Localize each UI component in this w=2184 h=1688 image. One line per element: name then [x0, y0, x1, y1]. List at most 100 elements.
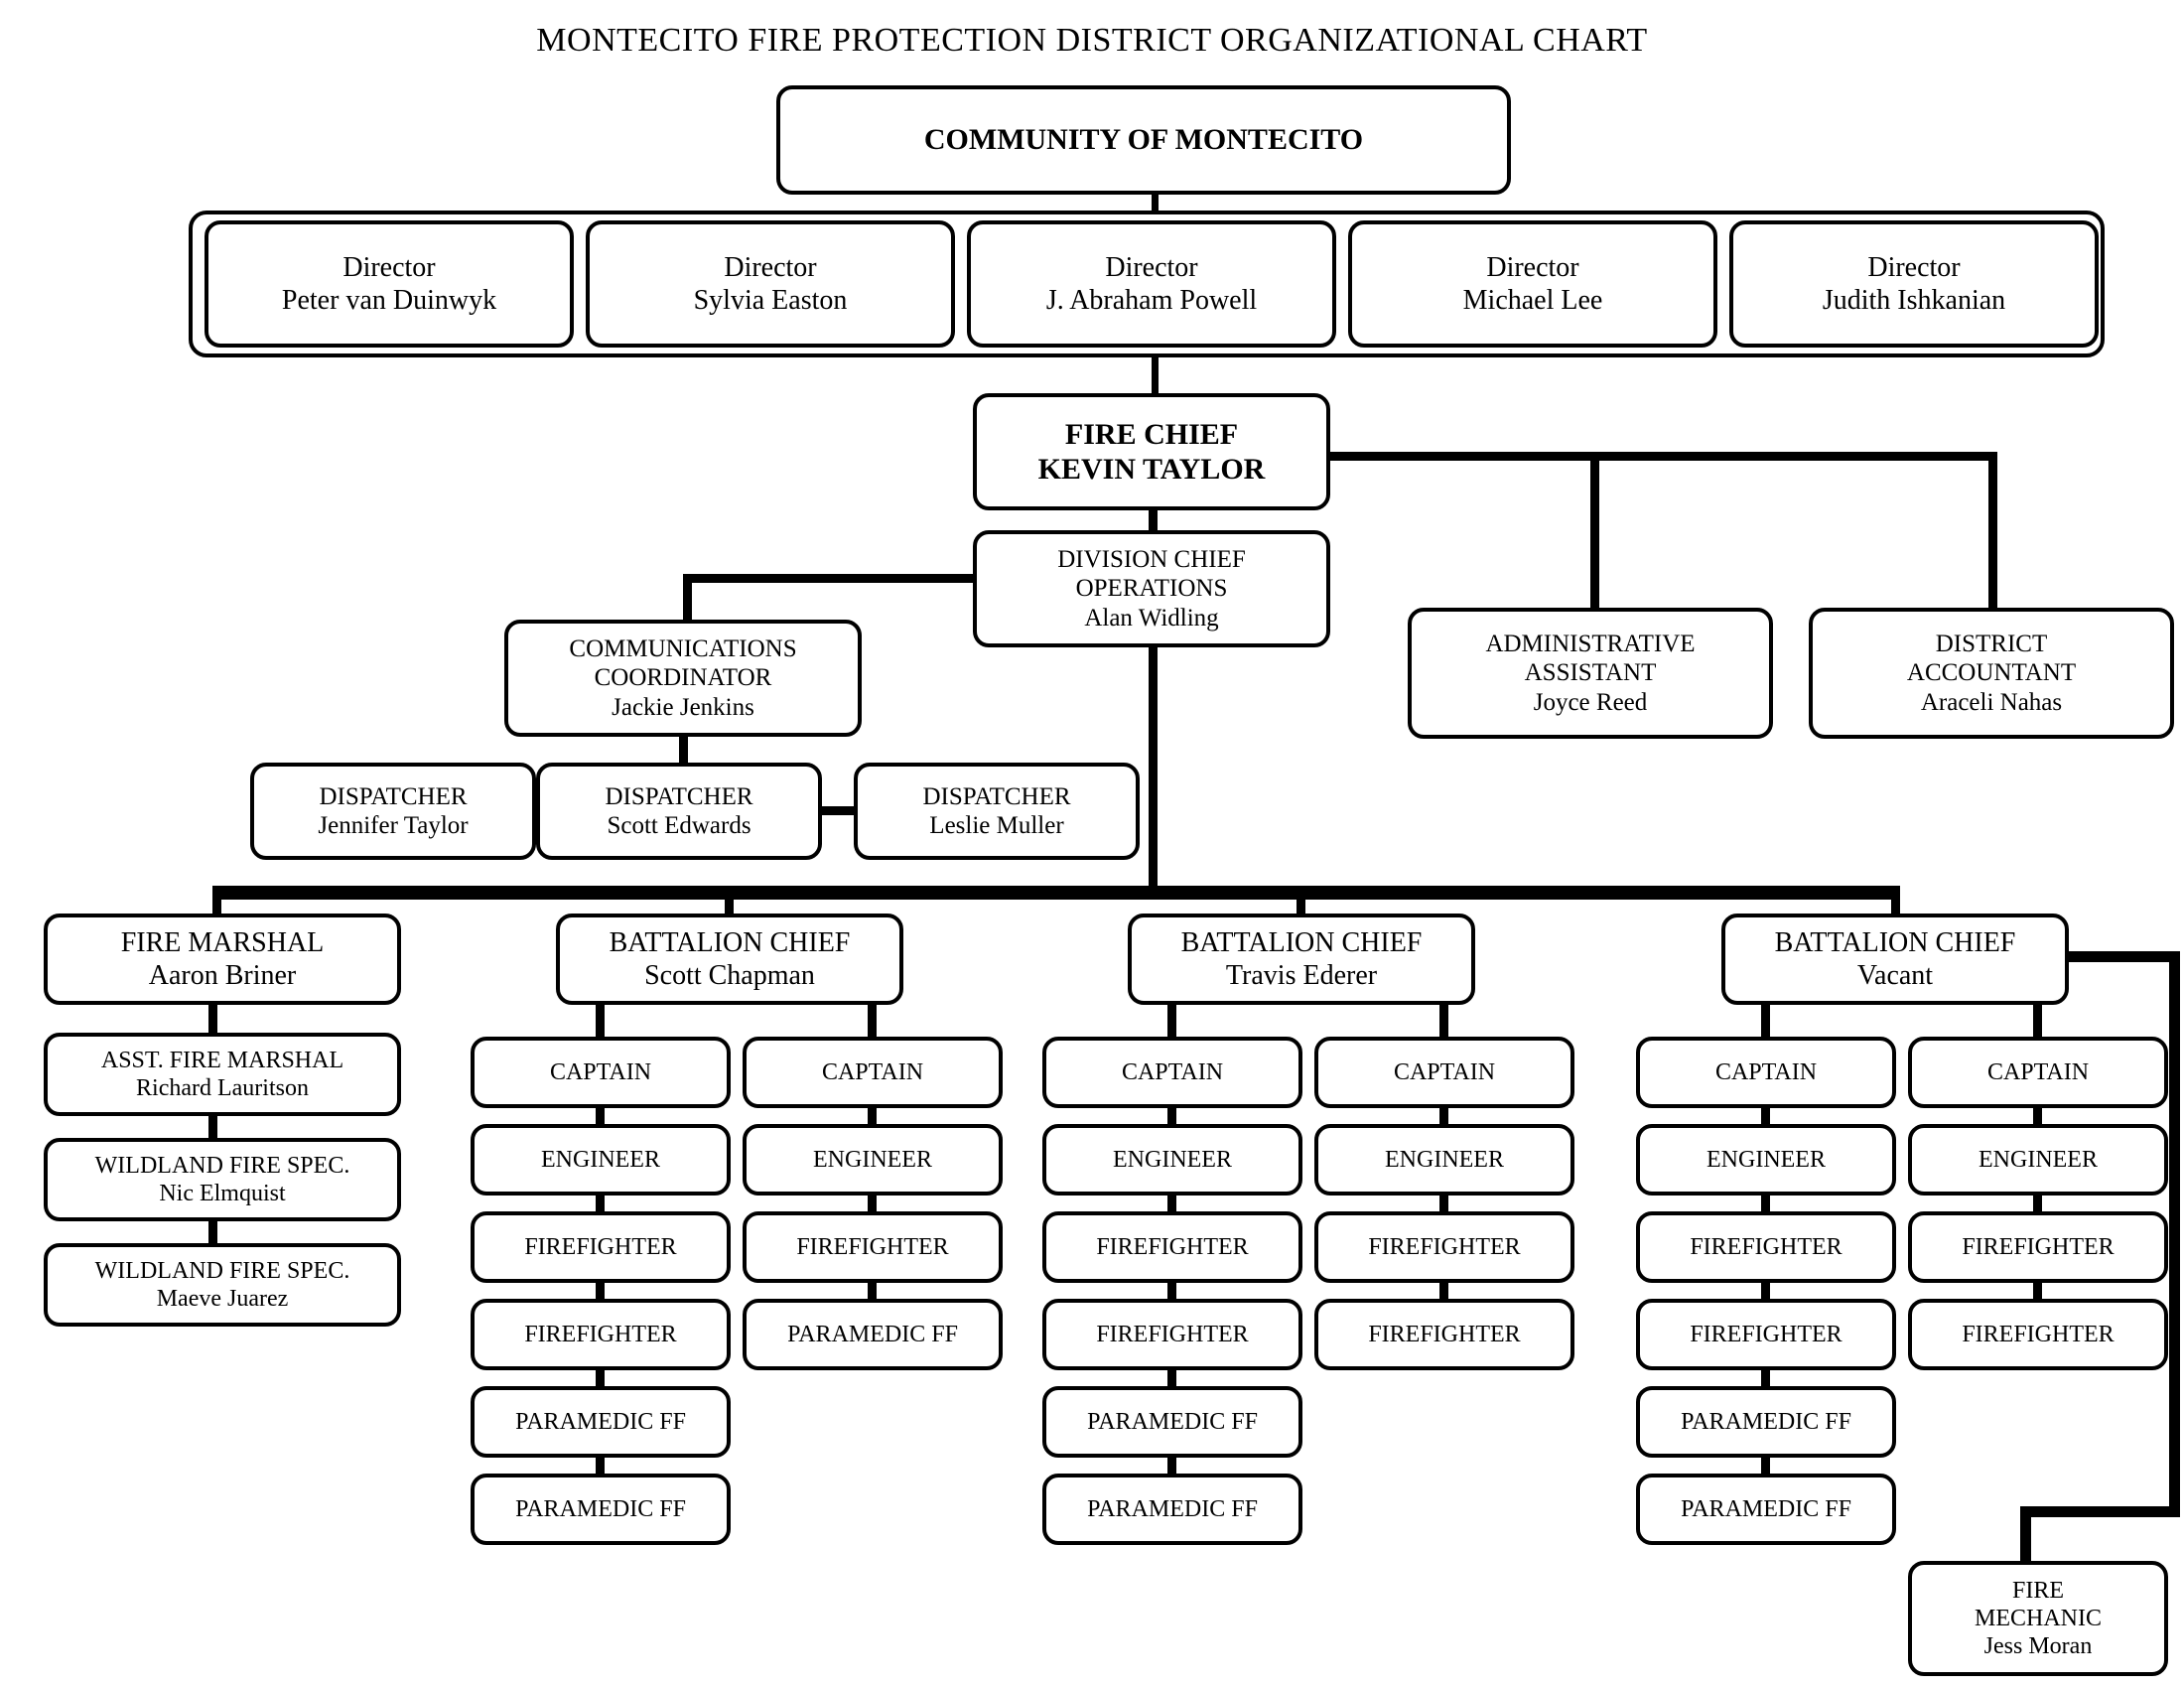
admin-assistant-name: Joyce Reed: [1533, 688, 1648, 716]
connector-rank: [1439, 1106, 1448, 1126]
fire-marshal-name: Aaron Briner: [148, 960, 297, 991]
battalion-chief-role: BATTALION CHIEF: [1774, 926, 2016, 958]
node-battalion-chief-2: BATTALION CHIEF Travis Ederer: [1128, 914, 1475, 1005]
node-director-4: Director Michael Lee: [1348, 220, 1717, 348]
connector-rank: [1761, 1456, 1770, 1476]
rank-label: FIREFIGHTER: [1096, 1233, 1249, 1260]
dispatcher-name: Leslie Muller: [929, 812, 1064, 839]
asst-fire-marshal-role: ASST. FIRE MARSHAL: [100, 1047, 344, 1073]
rank-label: ENGINEER: [1706, 1146, 1826, 1173]
connector-bc3-to-mechanic-h1: [2069, 951, 2180, 962]
node-rank-box: FIREFIGHTER: [1042, 1299, 1302, 1370]
district-accountant-role-line2: ACCOUNTANT: [1906, 659, 2077, 687]
rank-label: CAPTAIN: [549, 1058, 652, 1085]
node-fire-mechanic: FIRE MECHANIC Jess Moran: [1908, 1561, 2168, 1676]
fire-marshal-role: FIRE MARSHAL: [120, 926, 325, 958]
asst-fire-marshal-name: Richard Lauritson: [136, 1075, 309, 1101]
rank-label: FIREFIGHTER: [1962, 1233, 2115, 1260]
node-rank-box: FIREFIGHTER: [1908, 1299, 2168, 1370]
rank-label: PARAMEDIC FF: [1087, 1495, 1258, 1522]
connector-rank: [2033, 1194, 2042, 1213]
node-rank-box: CAPTAIN: [1908, 1037, 2168, 1108]
dispatcher-role: DISPATCHER: [605, 782, 753, 810]
node-rank-box: FIREFIGHTER: [471, 1211, 731, 1283]
connector-division-to-comm-vertical: [683, 574, 692, 624]
district-accountant-role-line1: DISTRICT: [1935, 630, 2048, 657]
connector-rank: [1761, 1281, 1770, 1301]
connector-chief-right-horizontal: [1330, 452, 1997, 461]
connector-bc3-to-mechanic-v1: [2169, 951, 2180, 1517]
node-community-of-montecito: COMMUNITY OF MONTECITO: [776, 85, 1511, 195]
connector-rank: [1439, 1281, 1448, 1301]
node-rank-box: PARAMEDIC FF: [1042, 1386, 1302, 1458]
rank-label: FIREFIGHTER: [1690, 1233, 1843, 1260]
connector-rank: [596, 1194, 605, 1213]
rank-label: FIREFIGHTER: [1368, 1233, 1521, 1260]
rank-label: CAPTAIN: [821, 1058, 924, 1085]
connector-bc3-to-company-b: [2033, 1003, 2042, 1041]
rank-label: FIREFIGHTER: [524, 1233, 677, 1260]
node-dispatcher-1: DISPATCHER Jennifer Taylor: [250, 763, 536, 860]
connector-rank: [868, 1194, 877, 1213]
node-rank-box: ENGINEER: [1314, 1124, 1574, 1196]
node-dispatcher-2: DISPATCHER Scott Edwards: [536, 763, 822, 860]
connector-fire-marshal-1: [208, 1003, 217, 1035]
node-rank-box: ENGINEER: [1908, 1124, 2168, 1196]
dispatcher-role: DISPATCHER: [922, 782, 1071, 810]
connector-chief-to-district-accountant: [1988, 452, 1997, 609]
connector-comm-to-dispatchers: [679, 737, 688, 763]
comm-coordinator-role-line1: COMMUNICATIONS: [569, 634, 797, 662]
connector-rank: [1761, 1194, 1770, 1213]
director-role: Director: [1867, 251, 1961, 283]
node-rank-box: PARAMEDIC FF: [471, 1474, 731, 1545]
node-wildland-fire-spec-2: WILDLAND FIRE SPEC. Maeve Juarez: [44, 1243, 401, 1327]
connector-division-to-comm-horizontal: [683, 574, 977, 583]
node-fire-marshal: FIRE MARSHAL Aaron Briner: [44, 914, 401, 1005]
node-rank-box: PARAMEDIC FF: [743, 1299, 1003, 1370]
director-name: Peter van Duinwyk: [281, 285, 497, 316]
rank-label: PARAMEDIC FF: [1087, 1408, 1258, 1435]
rank-label: CAPTAIN: [1121, 1058, 1224, 1085]
connector-chief-to-division-chief: [1149, 510, 1158, 532]
node-rank-box: CAPTAIN: [1314, 1037, 1574, 1108]
connector-rank: [1439, 1194, 1448, 1213]
node-battalion-chief-1: BATTALION CHIEF Scott Chapman: [556, 914, 903, 1005]
director-name: J. Abraham Powell: [1045, 285, 1258, 316]
battalion-chief-role: BATTALION CHIEF: [1180, 926, 1423, 958]
node-rank-box: CAPTAIN: [471, 1037, 731, 1108]
fire-chief-name: KEVIN TAYLOR: [1037, 453, 1266, 486]
dispatcher-role: DISPATCHER: [319, 782, 468, 810]
connector-bc1-to-company-a: [596, 1003, 605, 1041]
connector-rank: [596, 1368, 605, 1388]
fire-mechanic-role-line1: FIRE: [2011, 1577, 2064, 1604]
node-director-1: Director Peter van Duinwyk: [205, 220, 574, 348]
connector-rank: [1167, 1194, 1176, 1213]
node-rank-box: CAPTAIN: [743, 1037, 1003, 1108]
rank-label: PARAMEDIC FF: [787, 1321, 958, 1347]
director-role: Director: [1486, 251, 1579, 283]
connector-rank: [2033, 1106, 2042, 1126]
director-role: Director: [724, 251, 817, 283]
connector-rank: [1761, 1368, 1770, 1388]
node-wildland-fire-spec-1: WILDLAND FIRE SPEC. Nic Elmquist: [44, 1138, 401, 1221]
node-rank-box: FIREFIGHTER: [743, 1211, 1003, 1283]
node-rank-box: FIREFIGHTER: [1314, 1299, 1574, 1370]
node-rank-box: FIREFIGHTER: [1636, 1299, 1896, 1370]
connector-dispatcher-2-3: [818, 806, 858, 815]
battalion-chief-name: Vacant: [1856, 960, 1934, 991]
rank-label: FIREFIGHTER: [1096, 1321, 1249, 1347]
connector-bc2-to-company-a: [1167, 1003, 1176, 1041]
node-rank-box: PARAMEDIC FF: [1636, 1474, 1896, 1545]
connector-main-horizontal-bus: [212, 886, 1900, 900]
node-rank-box: ENGINEER: [1042, 1124, 1302, 1196]
connector-division-chief-trunk: [1149, 647, 1158, 894]
director-role: Director: [1105, 251, 1198, 283]
dispatcher-name: Scott Edwards: [607, 812, 751, 839]
comm-coordinator-role-line2: COORDINATOR: [594, 664, 772, 692]
rank-label: PARAMEDIC FF: [515, 1495, 686, 1522]
connector-fire-marshal-2: [208, 1114, 217, 1146]
connector-bc3-to-mechanic-h2: [2020, 1506, 2179, 1517]
connector-rank: [1167, 1368, 1176, 1388]
node-rank-box: FIREFIGHTER: [1908, 1211, 2168, 1283]
